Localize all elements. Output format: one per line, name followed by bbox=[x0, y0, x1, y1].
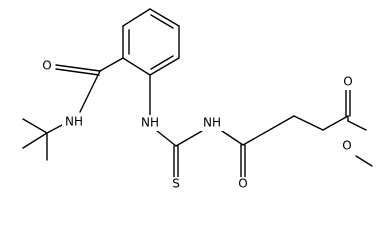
bond bbox=[293, 115, 324, 131]
bond bbox=[22, 132, 48, 149]
bond bbox=[22, 118, 48, 134]
bond bbox=[355, 155, 373, 167]
bond bbox=[322, 115, 349, 131]
double-bond bbox=[55, 64, 101, 72]
thiourea-linkage bbox=[149, 74, 203, 179]
atom-label-s-thio: S bbox=[172, 177, 180, 191]
bond bbox=[221, 130, 244, 146]
double-bond bbox=[55, 68, 100, 76]
bond bbox=[99, 57, 124, 72]
atom-label-nh-acyl: NH bbox=[203, 116, 221, 130]
bond bbox=[347, 120, 367, 131]
ring-bond bbox=[149, 57, 180, 76]
atom-label-o-ester-carbonyl: O bbox=[343, 75, 352, 89]
atom-labels: O NH NH NH S O O O bbox=[40, 59, 356, 192]
atom-label-nh-tbutyl: NH bbox=[65, 115, 83, 129]
atom-label-nh-aryl: NH bbox=[141, 116, 159, 130]
ring-bond bbox=[149, 8, 180, 27]
tert-butyl-amide-group bbox=[22, 57, 124, 161]
ring-bond bbox=[122, 8, 151, 27]
ring-double-bond bbox=[150, 55, 174, 70]
atom-label-o-amide: O bbox=[42, 59, 51, 73]
bond bbox=[175, 130, 203, 147]
ring-bond bbox=[122, 57, 151, 76]
succinyl-ester-chain bbox=[221, 88, 373, 179]
ring-double-bond bbox=[150, 14, 174, 29]
chemical-structure-diagram: O NH NH NH S O O O bbox=[22, 8, 373, 192]
bond bbox=[46, 123, 65, 134]
bond bbox=[242, 115, 295, 146]
benzene-ring bbox=[122, 8, 180, 76]
atom-label-o-ester-methoxy: O bbox=[342, 139, 351, 153]
bond bbox=[155, 129, 177, 147]
atom-label-o-ketone: O bbox=[238, 177, 247, 191]
bond bbox=[79, 70, 101, 113]
